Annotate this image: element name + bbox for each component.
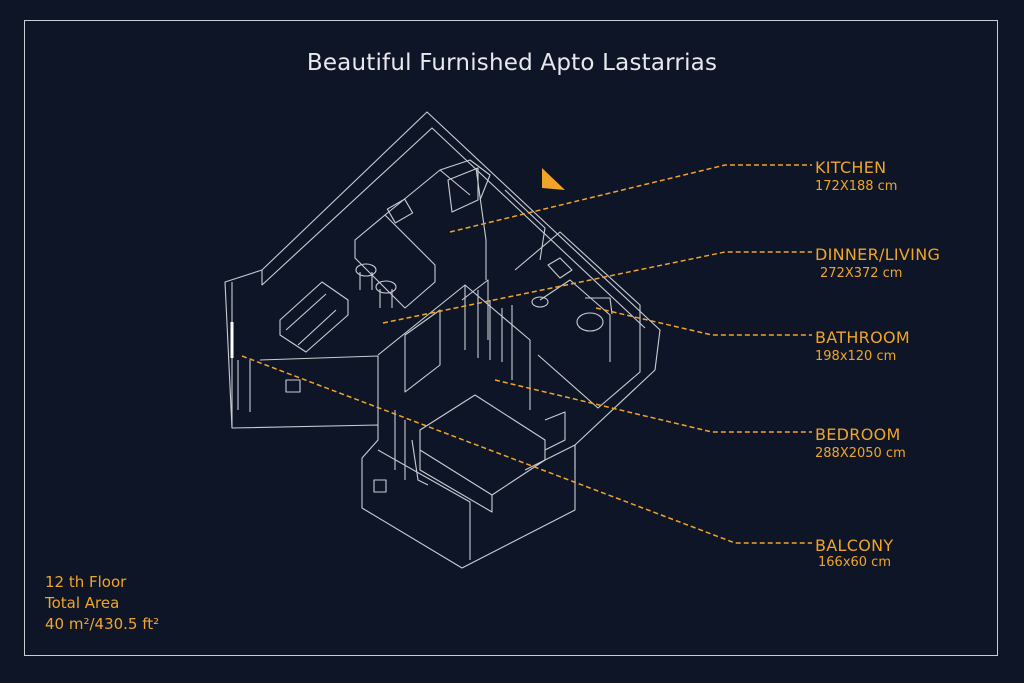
north-arrow-icon	[542, 168, 565, 190]
room-dims-kitchen: 172X188 cm	[815, 179, 898, 194]
room-label-dinner-living: DINNER/LIVING	[815, 245, 941, 264]
room-dims-balcony: 166x60 cm	[818, 555, 891, 570]
floor-label: 12 th Floor	[45, 573, 127, 591]
room-label-bedroom: BEDROOM	[815, 425, 901, 444]
room-dims-bathroom: 198x120 cm	[815, 349, 897, 364]
bathroom-walls	[514, 231, 641, 409]
bed	[419, 394, 546, 496]
leader-bathroom	[595, 307, 812, 336]
page-title: Beautiful Furnished Apto Lastarrias	[306, 50, 718, 76]
stool	[355, 263, 377, 277]
room-dims-dinner-living: 272X372 cm	[820, 266, 903, 281]
kitchen-walls	[354, 214, 436, 309]
leader-kitchen	[449, 164, 812, 233]
balcony-plant	[285, 379, 301, 393]
room-label-kitchen: KITCHEN	[815, 158, 887, 177]
kitchen-sink	[386, 198, 414, 224]
leader-bedroom	[494, 379, 812, 433]
total-area-value: 40 m²/430.5 ft²	[45, 615, 160, 633]
lamp	[373, 479, 387, 493]
apartment-info: 12 th Floor Total Area 40 m²/430.5 ft²	[45, 572, 159, 635]
sofa	[279, 281, 349, 353]
drawing-frame	[24, 20, 998, 656]
stool	[375, 280, 397, 294]
closet	[377, 284, 531, 410]
apartment-outline	[224, 111, 661, 569]
leader-balcony	[241, 355, 812, 544]
room-label-balcony: BALCONY	[815, 536, 894, 555]
room-dims-bedroom: 288X2050 cm	[815, 446, 906, 461]
toilet	[576, 312, 604, 332]
total-area-label: Total Area	[45, 594, 120, 612]
leader-dinner-living	[382, 251, 812, 324]
room-label-bathroom: BATHROOM	[815, 328, 910, 347]
